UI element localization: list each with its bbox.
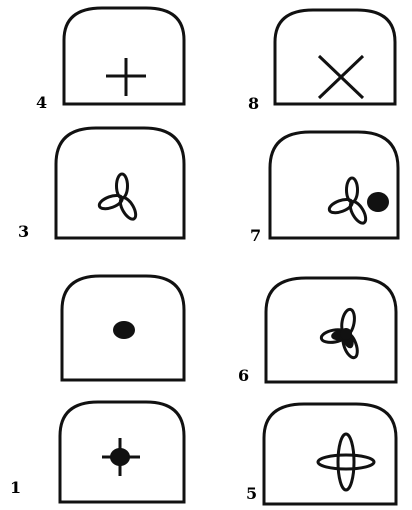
panel-3 (54, 126, 186, 240)
panel-label-4: 4 (36, 95, 47, 111)
panel-label-6: 6 (238, 368, 249, 384)
panel-4 (62, 6, 186, 106)
dot-icon (113, 321, 135, 339)
double-ellipse-icon (318, 434, 374, 490)
trefoil-icon (98, 174, 139, 222)
panel-1 (58, 400, 186, 504)
panel-label-7: 7 (250, 228, 261, 244)
trefoil-with-dot-icon (328, 178, 389, 226)
x-icon (319, 56, 363, 98)
panel-label-1: 1 (10, 480, 21, 496)
panel-dot (60, 274, 186, 382)
panel-7 (268, 130, 400, 240)
panel-8 (273, 8, 397, 106)
trefoil-filled-icon (320, 308, 360, 359)
panel-label-8: 8 (248, 96, 259, 112)
panel-6 (264, 276, 398, 384)
panel-label-5: 5 (246, 486, 257, 502)
filled-cross-icon (102, 438, 140, 476)
panel-5 (262, 402, 398, 506)
plus-icon (106, 58, 146, 96)
panel-label-3: 3 (18, 224, 29, 240)
